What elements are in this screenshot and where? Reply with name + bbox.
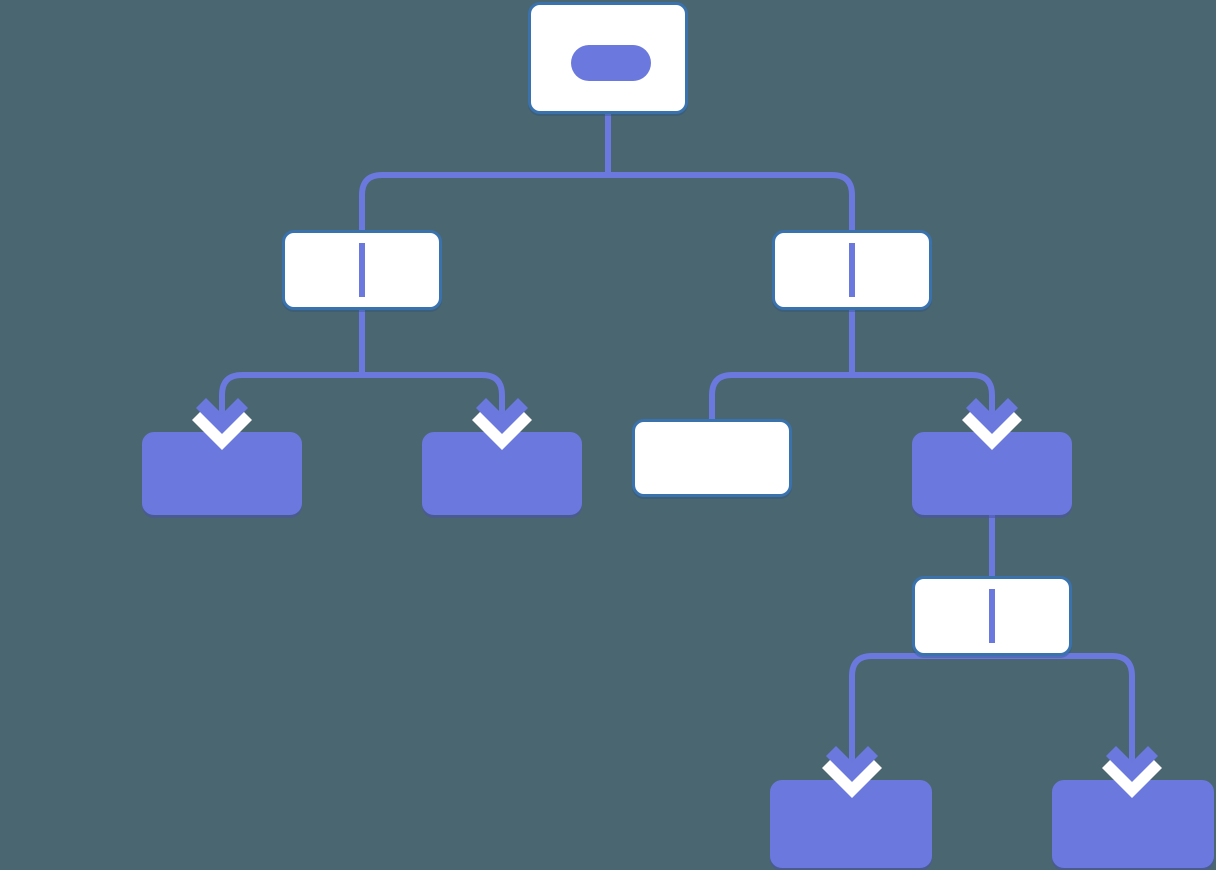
diagram-node-n8[interactable] <box>770 780 932 868</box>
diagram-node-n0[interactable] <box>528 2 688 114</box>
diagram-node-n9[interactable] <box>1052 780 1214 868</box>
overline-n7 <box>989 589 995 643</box>
root-pill <box>571 45 651 81</box>
diagram-node-n4[interactable] <box>422 432 582 515</box>
diagram-node-n3[interactable] <box>142 432 302 515</box>
diagram-node-n5[interactable] <box>632 419 792 497</box>
overline-n1 <box>359 243 365 297</box>
overline-n2 <box>849 243 855 297</box>
diagram-node-n6[interactable] <box>912 432 1072 515</box>
